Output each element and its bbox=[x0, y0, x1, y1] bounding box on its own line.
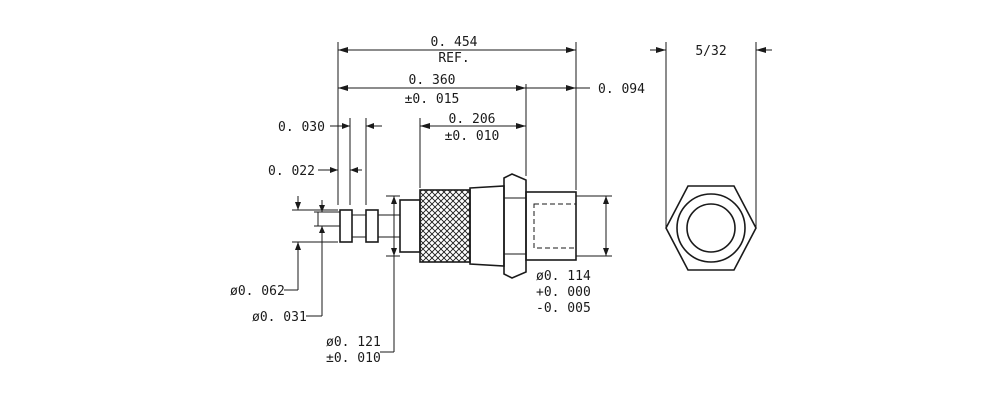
dim-overall-ref: REF. bbox=[438, 51, 469, 66]
socket-bore-hidden bbox=[533, 203, 577, 249]
dim-collar-width: 0. 022 bbox=[268, 164, 315, 179]
dim-pin-dia: ø0. 062 bbox=[230, 284, 285, 299]
dim-shank-dia: ø0. 121 bbox=[326, 335, 381, 350]
dim-body-length: 0. 360 bbox=[409, 73, 456, 88]
dim-tail-length: 0. 094 bbox=[598, 82, 645, 97]
body bbox=[469, 185, 505, 267]
hex-end-inner-circle bbox=[686, 203, 736, 253]
shank bbox=[399, 199, 421, 253]
dim-knurl-tol: ±0. 010 bbox=[445, 129, 500, 144]
end-view bbox=[650, 42, 772, 271]
pin-tip bbox=[317, 211, 341, 227]
dim-collar-gap: 0. 030 bbox=[278, 120, 325, 135]
collar-1 bbox=[339, 209, 353, 243]
dimension-labels: 0. 454 REF. 0. 360 ±0. 015 0. 094 0. 206… bbox=[230, 35, 727, 366]
dim-hex-size: 5/32 bbox=[695, 44, 726, 59]
pin-shaft bbox=[377, 214, 401, 238]
dimension-lines bbox=[284, 42, 612, 353]
pin-segment bbox=[351, 214, 367, 238]
dim-tip-dia: ø0. 031 bbox=[252, 310, 307, 325]
knurled-grip bbox=[419, 189, 471, 263]
socket-tail bbox=[525, 191, 577, 261]
dim-body-tol: ±0. 015 bbox=[405, 92, 460, 107]
collar-2 bbox=[365, 209, 379, 243]
dim-socket-tol-minus: -0. 005 bbox=[536, 301, 591, 316]
hex-end-outer-circle bbox=[676, 193, 746, 263]
dim-shank-tol: ±0. 010 bbox=[326, 351, 381, 366]
dim-socket-dia: ø0. 114 bbox=[536, 269, 591, 284]
dim-socket-tol-plus: +0. 000 bbox=[536, 285, 591, 300]
hex-nut bbox=[503, 173, 527, 279]
dim-knurl-length: 0. 206 bbox=[449, 112, 496, 127]
side-view bbox=[317, 173, 577, 279]
dim-overall-length: 0. 454 bbox=[431, 35, 478, 50]
hex-end-outline bbox=[665, 185, 757, 271]
